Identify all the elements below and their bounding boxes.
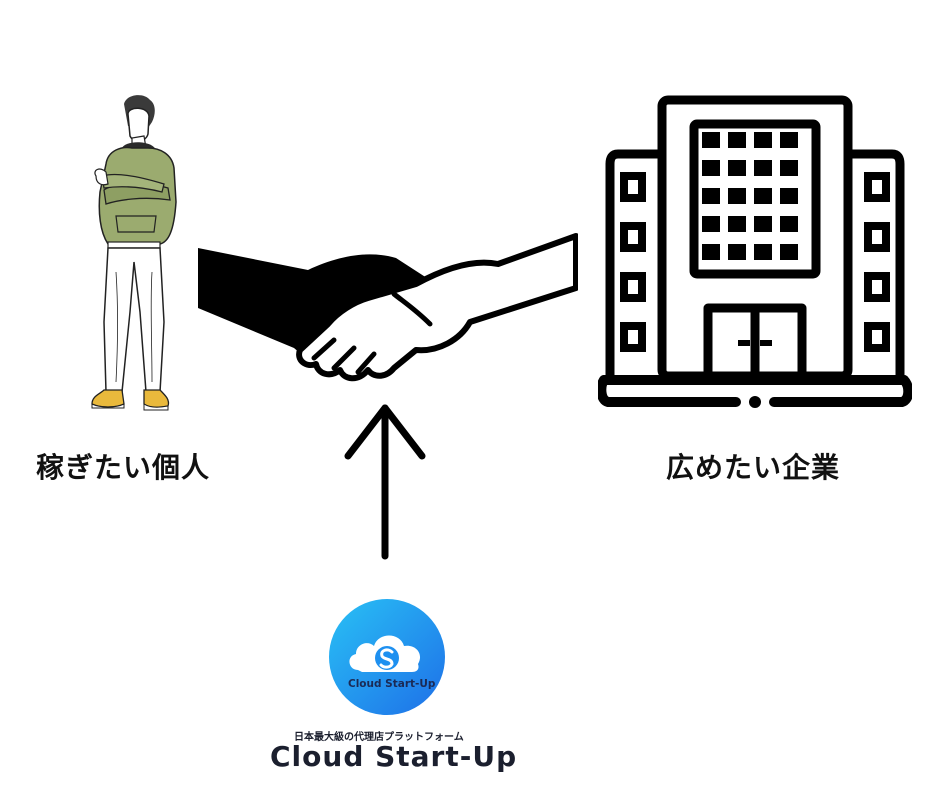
logo-badge: Cloud Start-Up: [328, 598, 446, 716]
arrow-up-icon: [342, 400, 428, 562]
person-illustration: [82, 92, 182, 414]
logo-name: Cloud Start-Up: [270, 740, 518, 773]
handshake-icon: [198, 228, 579, 388]
logo-tagline: 日本最大級の代理店プラットフォーム: [294, 732, 464, 743]
left-label: 稼ぎたい個人: [36, 451, 211, 484]
logo-badge-text: Cloud Start-Up: [348, 678, 436, 690]
office-building-icon: [596, 94, 914, 414]
right-label: 広めたい企業: [666, 451, 841, 484]
